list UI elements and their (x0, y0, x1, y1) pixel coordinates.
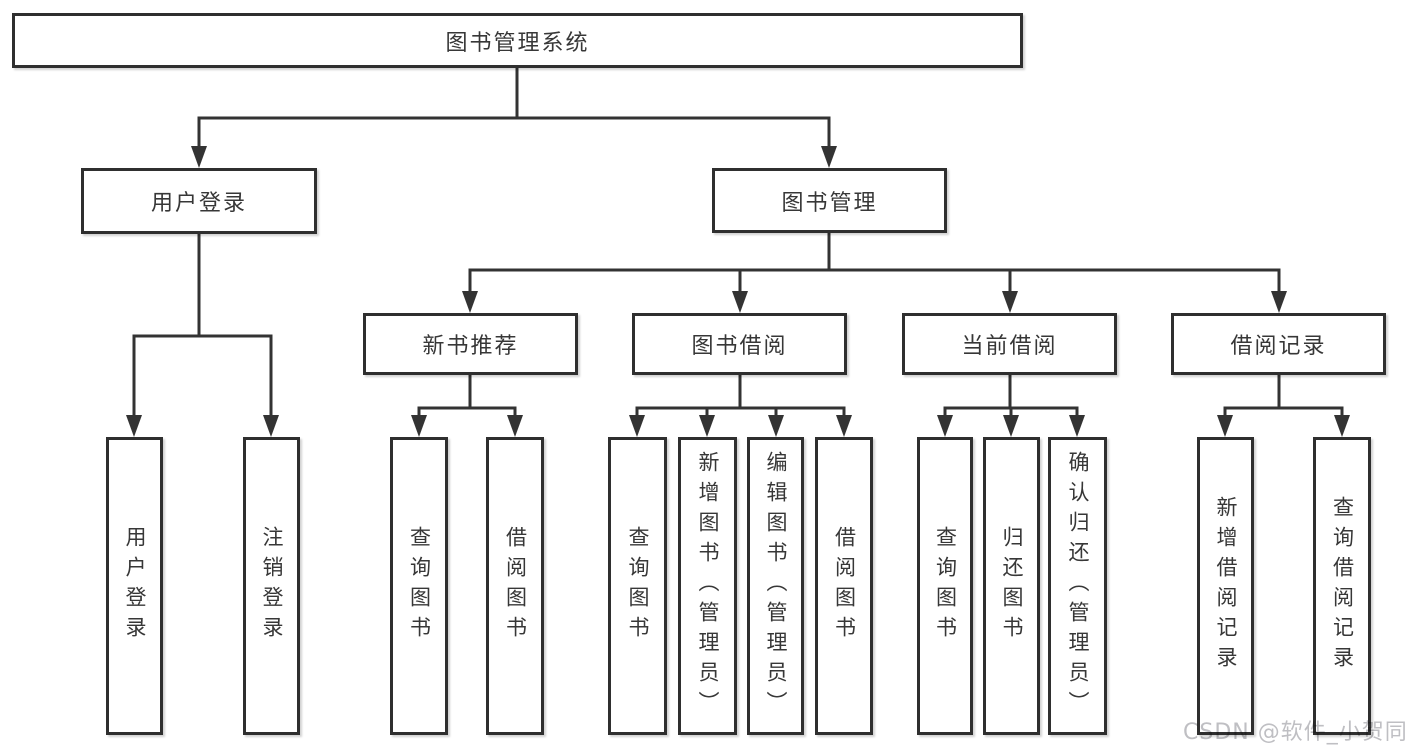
node-leaf-borrow-books: 借阅图书 (815, 437, 873, 735)
node-label-leaf-query-borrow-record: 查询借阅记录 (1330, 496, 1355, 676)
node-leaf-add-borrow-record: 新增借阅记录 (1197, 437, 1254, 735)
node-label-leaf-query-books-recommend: 查询图书 (407, 526, 432, 646)
arrowhead-new-book-recommend-0 (411, 415, 427, 437)
arrowhead-borrowing-records-1 (1334, 415, 1350, 437)
node-label-book-borrowing: 图书借阅 (691, 334, 788, 359)
arrowhead-user-login-group-0 (126, 415, 142, 437)
node-leaf-query-books-recommend: 查询图书 (390, 437, 448, 735)
node-new-book-recommend: 新书推荐 (363, 313, 578, 375)
arrowhead-book-borrowing-1 (699, 415, 715, 437)
node-leaf-query-borrow-record: 查询借阅记录 (1313, 437, 1371, 735)
node-label-borrowing-records: 借阅记录 (1230, 334, 1327, 359)
node-leaf-query-books-current: 查询图书 (917, 437, 973, 735)
node-current-borrowing: 当前借阅 (902, 313, 1117, 375)
node-book-borrowing: 图书借阅 (632, 313, 847, 375)
node-label-leaf-add-books-admin: 新增图书（管理员） (696, 451, 720, 721)
node-leaf-logout: 注销登录 (243, 437, 300, 735)
arrowhead-book-borrowing-0 (629, 415, 645, 437)
node-leaf-return-books: 归还图书 (983, 437, 1040, 735)
arrowhead-user-login-group-1 (263, 415, 279, 437)
node-label-new-book-recommend: 新书推荐 (422, 334, 519, 359)
arrowhead-current-borrowing-2 (1069, 415, 1085, 437)
arrowhead-root-1 (821, 146, 837, 168)
node-label-leaf-query-books-borrow: 查询图书 (626, 526, 650, 646)
arrowhead-book-borrowing-3 (836, 415, 852, 437)
node-label-leaf-borrow-books-recommend: 借阅图书 (503, 526, 528, 646)
node-label-leaf-query-books-current: 查询图书 (933, 526, 958, 646)
node-label-root: 图书管理系统 (445, 30, 590, 56)
arrowhead-current-borrowing-1 (1003, 415, 1019, 437)
node-label-current-borrowing: 当前借阅 (961, 334, 1058, 359)
node-label-leaf-logout: 注销登录 (260, 526, 284, 646)
node-label-leaf-edit-books-admin: 编辑图书（管理员） (764, 451, 788, 721)
node-label-leaf-confirm-return-admin: 确认归还（管理员） (1066, 451, 1090, 721)
node-root: 图书管理系统 (12, 13, 1023, 68)
node-label-leaf-borrow-books: 借阅图书 (832, 526, 857, 646)
node-leaf-user-login: 用户登录 (106, 437, 163, 735)
node-label-book-management: 图书管理 (781, 190, 878, 216)
node-label-leaf-return-books: 归还图书 (1000, 526, 1024, 646)
node-leaf-edit-books-admin: 编辑图书（管理员） (747, 437, 804, 735)
arrowhead-book-borrowing-2 (768, 415, 784, 437)
arrowhead-current-borrowing-0 (937, 415, 953, 437)
arrowhead-root-0 (191, 146, 207, 168)
node-borrowing-records: 借阅记录 (1171, 313, 1386, 375)
arrowhead-borrowing-records-0 (1217, 415, 1233, 437)
node-book-management: 图书管理 (712, 168, 947, 233)
node-label-user-login-group: 用户登录 (150, 191, 247, 216)
node-label-leaf-add-borrow-record: 新增借阅记录 (1214, 496, 1238, 676)
arrowhead-book-management-2 (1002, 291, 1018, 313)
watermark: CSDN @软件_小贺同学 (1183, 720, 1405, 745)
node-leaf-add-books-admin: 新增图书（管理员） (678, 437, 737, 735)
arrowhead-new-book-recommend-1 (507, 415, 523, 437)
node-label-leaf-user-login: 用户登录 (123, 526, 147, 646)
arrowhead-book-management-1 (732, 291, 748, 313)
node-leaf-confirm-return-admin: 确认归还（管理员） (1048, 437, 1107, 735)
node-user-login-group: 用户登录 (81, 168, 317, 234)
node-leaf-query-books-borrow: 查询图书 (608, 437, 667, 735)
arrowhead-book-management-0 (462, 291, 478, 313)
arrowhead-book-management-3 (1271, 291, 1287, 313)
node-leaf-borrow-books-recommend: 借阅图书 (486, 437, 544, 735)
